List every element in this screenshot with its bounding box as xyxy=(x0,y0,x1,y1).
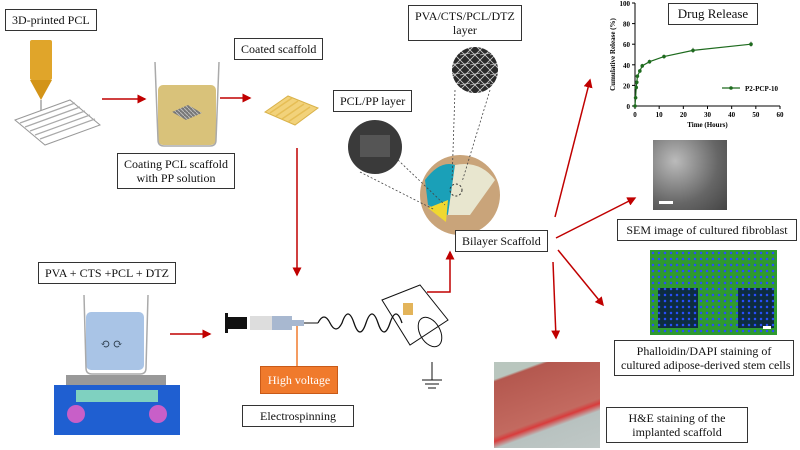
printed-grid-icon xyxy=(14,99,101,146)
label-drug-release: Drug Release xyxy=(668,3,758,25)
high-voltage-box: High voltage xyxy=(260,366,338,394)
data-point xyxy=(633,104,637,108)
data-point xyxy=(691,48,695,53)
label-coating: Coating PCL scaffold with PP solution xyxy=(117,153,235,189)
x-tick-label: 60 xyxy=(777,111,785,119)
x-tick-label: 20 xyxy=(680,111,688,119)
svg-text:⟲ ⟳: ⟲ ⟳ xyxy=(100,337,123,351)
data-point xyxy=(749,42,753,46)
he-stain-image xyxy=(494,362,600,448)
label-line: with PP solution xyxy=(136,171,216,185)
label-line: PVA/CTS/PCL/DTZ xyxy=(415,9,515,23)
data-point xyxy=(635,80,639,85)
y-tick-label: 20 xyxy=(623,82,631,90)
x-tick-label: 40 xyxy=(728,111,736,119)
label-phalloidin: Phalloidin/DAPI staining of cultured adi… xyxy=(614,340,794,376)
label-sem: SEM image of cultured fibroblast xyxy=(617,219,797,241)
arrow-bilayer-to-chart xyxy=(554,78,593,218)
arrow-bilayer-to-he xyxy=(551,261,561,340)
scale-bar xyxy=(659,201,673,204)
data-point xyxy=(662,54,666,59)
x-tick-label: 30 xyxy=(704,111,712,119)
label-3d-printed-pcl: 3D-printed PCL xyxy=(5,9,97,31)
data-point xyxy=(640,64,645,68)
phalloidin-dapi-image xyxy=(650,250,777,335)
arrow-bilayer-to-sem xyxy=(555,197,637,239)
y-tick-label: 0 xyxy=(627,103,631,111)
label-line: cultured adipose-derived stem cells xyxy=(621,358,791,372)
legend-label: P2-PCP-10 xyxy=(745,85,779,93)
syringe-icon xyxy=(225,313,318,333)
label-line: Coating PCL scaffold xyxy=(124,157,228,171)
y-tick-label: 100 xyxy=(620,0,631,8)
data-point xyxy=(647,59,652,64)
arrow-spin-to-bilayer xyxy=(427,250,455,293)
magnetic-stirrer-icon xyxy=(54,375,180,435)
coating-beaker-icon xyxy=(154,61,220,147)
y-tick-label: 80 xyxy=(623,21,631,29)
data-point xyxy=(634,85,639,90)
label-bilayer-scaffold: Bilayer Scaffold xyxy=(455,230,548,252)
label-solution: PVA + CTS +PCL + DTZ xyxy=(38,262,176,284)
label-coated-scaffold: Coated scaffold xyxy=(234,38,324,60)
ground-symbol-icon xyxy=(422,362,442,389)
solution-beaker-icon: ⟲ ⟳ xyxy=(83,294,149,375)
label-line: implanted scaffold xyxy=(632,425,722,439)
arrow-bilayer-to-phalloidin xyxy=(557,249,604,307)
coated-scaffold-icon xyxy=(263,95,320,126)
label-line: H&E staining of the xyxy=(628,411,726,425)
x-axis-label: Time (Hours) xyxy=(687,121,728,129)
fiber-sem-inset xyxy=(452,47,498,93)
label-line: Phalloidin/DAPI staining of xyxy=(636,344,772,358)
y-tick-label: 40 xyxy=(623,62,631,70)
data-point xyxy=(635,74,640,78)
rotating-collector-icon xyxy=(381,284,449,348)
label-pcl-pp-layer: PCL/PP layer xyxy=(333,90,413,112)
sem-fibroblast-image xyxy=(653,140,727,210)
data-point xyxy=(633,95,638,100)
legend-marker xyxy=(729,86,733,90)
label-line: layer xyxy=(452,23,477,37)
bilayer-photo xyxy=(420,155,500,235)
y-tick-label: 60 xyxy=(623,41,631,49)
x-tick-label: 50 xyxy=(752,111,760,119)
label-pva-layer: PVA/CTS/PCL/DTZ layer xyxy=(408,5,522,41)
data-point xyxy=(638,69,642,73)
y-axis-label: Cumulative Release (%) xyxy=(609,17,617,90)
printer-nozzle-icon xyxy=(30,40,52,115)
label-electrospinning: Electrospinning xyxy=(242,405,354,427)
label-he: H&E staining of the implanted scaffold xyxy=(606,407,748,443)
series-line xyxy=(634,43,752,107)
x-tick-label: 10 xyxy=(656,111,664,119)
fiber-jet-coil xyxy=(317,313,403,333)
x-tick-label: 0 xyxy=(633,111,637,119)
